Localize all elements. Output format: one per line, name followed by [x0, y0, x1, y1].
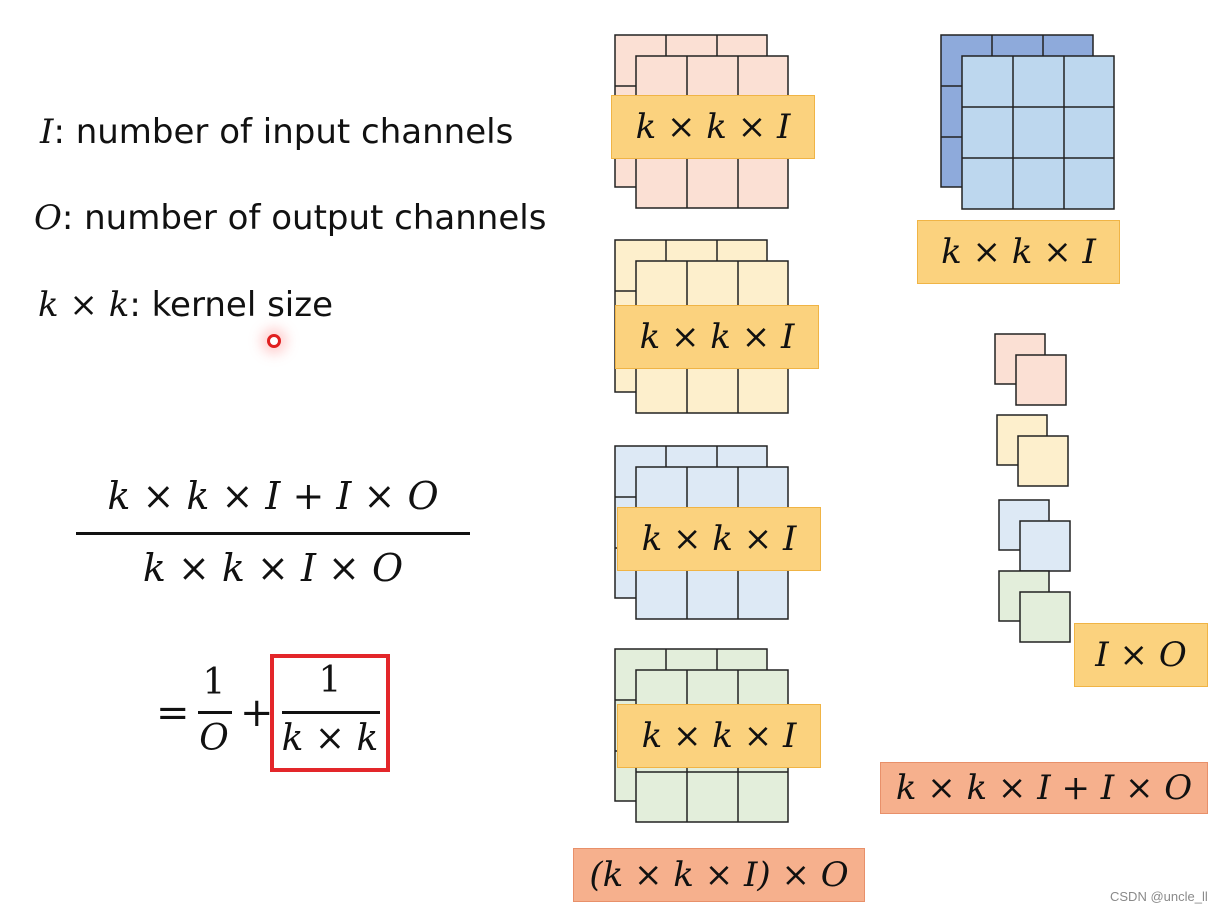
definition-output-channels: O: number of output channels	[34, 198, 546, 238]
term1-fraction-bar	[198, 711, 232, 714]
term2-fraction-bar	[282, 711, 380, 714]
ratio-denominator: k × k × I × O	[142, 546, 404, 590]
definition-text: : kernel size	[129, 285, 333, 325]
term2-numerator: 1	[318, 660, 342, 701]
kernel-label-3: k × k × I	[617, 507, 821, 571]
term2-denominator: k × k	[281, 718, 379, 759]
definition-text: : number of input channels	[53, 112, 514, 152]
definition-text: : number of output channels	[61, 198, 547, 238]
separable-total-label: k × k × I + I × O	[880, 762, 1208, 814]
depthwise-kernel-stack	[940, 34, 1115, 210]
depthwise-label: k × k × I	[917, 220, 1120, 284]
term1-denominator: O	[199, 718, 229, 759]
ratio-numerator: k × k × I + I × O	[107, 474, 439, 518]
definition-kernel-size: k × k: kernel size	[38, 285, 333, 325]
plus-sign: +	[240, 690, 274, 736]
kernel-label-1: k × k × I	[611, 95, 815, 159]
definition-symbol: O	[34, 198, 62, 238]
definition-symbol: I	[40, 112, 54, 152]
term1-numerator: 1	[202, 662, 226, 703]
pointer-cursor	[267, 334, 281, 348]
definition-input-channels: I: number of input channels	[40, 112, 513, 152]
highlight-box	[270, 654, 390, 772]
definition-symbol: k × k	[38, 285, 130, 325]
kernel-label-2: k × k × I	[615, 305, 819, 369]
standard-conv-total-label: (k × k × I) × O	[573, 848, 865, 902]
ratio-fraction-bar	[76, 532, 470, 535]
pointwise-kernel-3	[998, 499, 1071, 572]
pointwise-kernel-1	[994, 333, 1067, 406]
pointwise-label: I × O	[1074, 623, 1208, 687]
kernel-label-4: k × k × I	[617, 704, 821, 768]
pointwise-kernel-4	[998, 570, 1071, 643]
equals-sign: =	[156, 690, 190, 736]
watermark: CSDN @uncle_ll	[1110, 889, 1208, 904]
pointwise-kernel-2	[996, 414, 1069, 487]
